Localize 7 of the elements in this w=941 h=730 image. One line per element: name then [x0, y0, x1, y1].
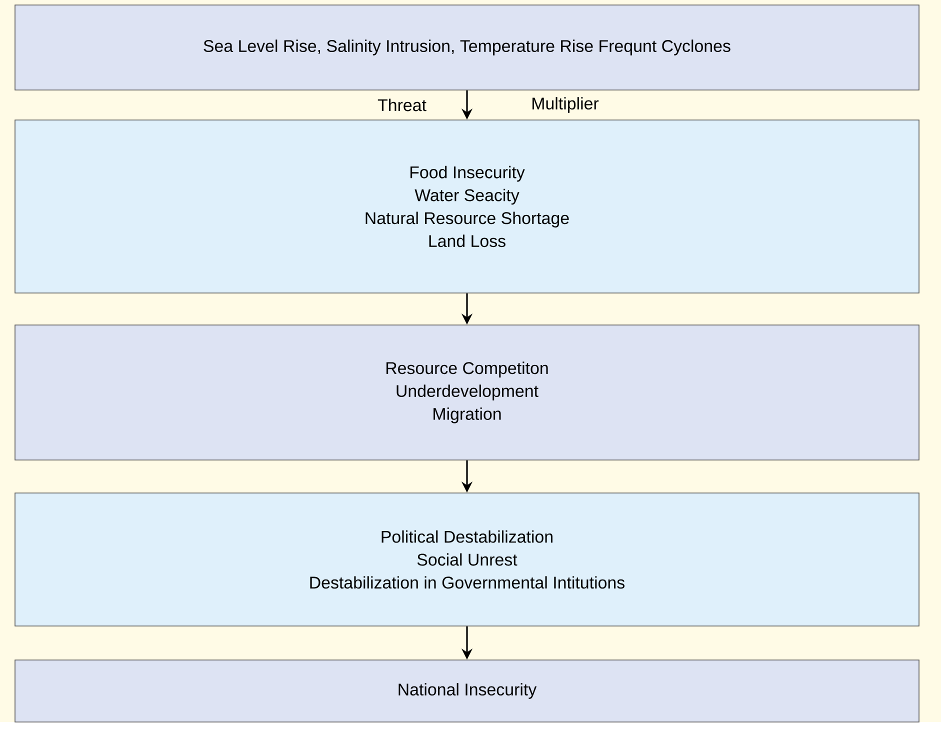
text-box: Food Insecurity Water Seacity Natural Resource Shortage Land Loss [14, 120, 920, 294]
arrow-caption: Multiplier [532, 97, 599, 113]
arrow-caption: Threat [378, 98, 426, 112]
text-box: Sea Level Rise, Salinity Intrusion, Temperature Rise Frequnt Cyclones [14, 4, 920, 90]
text-box: National Insecurity [14, 660, 920, 722]
text-box: Political Destabilization Social Unrest Destabilization in Governmental Intitutions [14, 492, 920, 626]
text-box: Resource Competiton Underdevelopment Migration [14, 324, 920, 460]
